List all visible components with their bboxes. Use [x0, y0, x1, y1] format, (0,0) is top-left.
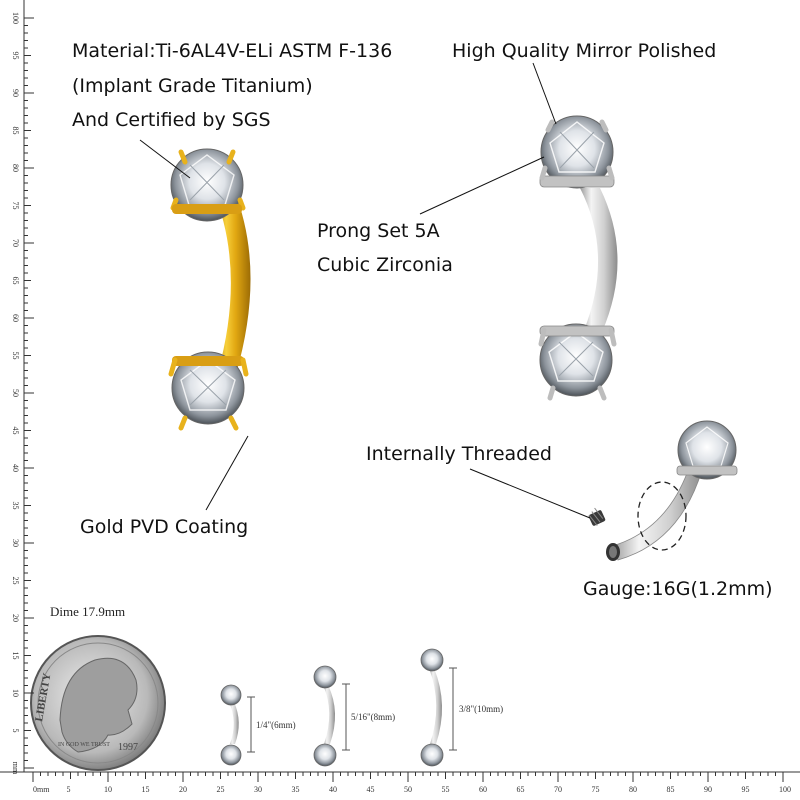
- silver-barbell: [538, 115, 618, 401]
- ruler-bottom-label: 65: [517, 785, 525, 794]
- prong-label-line1: Prong Set 5A: [317, 220, 440, 242]
- coin-year-text: 1997: [118, 742, 138, 753]
- ruler-bottom-label: 0mm: [33, 785, 50, 794]
- ruler-left-label: 55: [11, 352, 20, 360]
- ruler-bottom-label: 10: [104, 785, 112, 794]
- threaded-detail: [588, 420, 738, 561]
- ruler-bottom-label: 60: [479, 785, 487, 794]
- size-label-10mm: 3/8"(10mm): [459, 704, 504, 714]
- ruler-bottom-label: 80: [629, 785, 637, 794]
- ruler-left-label: 100: [11, 12, 20, 24]
- size-label-8mm: 5/16"(8mm): [351, 712, 396, 722]
- gold-bar: [213, 190, 251, 374]
- ruler-left-label: 80: [11, 164, 20, 172]
- ruler-bottom-label: 25: [217, 785, 225, 794]
- gold-coating-label: Gold PVD Coating: [80, 516, 249, 538]
- ruler-left-label: 70: [11, 239, 20, 247]
- ruler-left-label: 35: [11, 502, 20, 510]
- ruler-left-label: 5: [11, 729, 20, 733]
- ruler-left-label: 65: [11, 277, 20, 285]
- ruler-left-label: 20: [11, 614, 20, 622]
- ruler-left-label: 10: [11, 689, 20, 697]
- ruler-bottom-label: 70: [554, 785, 562, 794]
- ruler-bottom-label: 45: [367, 785, 375, 794]
- prong-label-line2: Cubic Zirconia: [317, 254, 453, 276]
- silver-bar: [580, 188, 618, 332]
- gauge-highlight-circle: [637, 481, 687, 551]
- ruler-bottom-label: 15: [142, 785, 150, 794]
- thread-screw: [588, 507, 606, 526]
- ruler-left-label: 60: [11, 314, 20, 322]
- size-label-6mm: 1/4"(6mm): [256, 720, 296, 730]
- ruler-left-label: 95: [11, 52, 20, 60]
- ruler-left-label: 50: [11, 389, 20, 397]
- ruler-left: mm 5 10 15 20 25 30 35 40 45 50 55 60 65 70 75 80 85 90 95 1…: [11, 0, 34, 775]
- ruler-left-label: 15: [11, 652, 20, 660]
- coin-motto-text: IN GOD WE TRUST: [58, 742, 110, 748]
- ruler-bottom-label: 55: [442, 785, 450, 794]
- ruler-bottom-label: 75: [592, 785, 600, 794]
- ruler-bottom-label: 30: [254, 785, 262, 794]
- ruler-bottom-label: 35: [292, 785, 300, 794]
- ruler-left-label: 30: [11, 539, 20, 547]
- ruler-bottom-label: 100: [779, 785, 791, 794]
- ruler-bottom-label: 20: [179, 785, 187, 794]
- ruler-left-label: 75: [11, 202, 20, 210]
- ruler-bottom-label: 40: [329, 785, 337, 794]
- ruler-bottom-label: 90: [704, 785, 712, 794]
- material-label-line2: (Implant Grade Titanium): [72, 75, 313, 97]
- size-sample-6mm: [220, 684, 255, 766]
- ruler-left-label: 25: [11, 577, 20, 585]
- thread-label: Internally Threaded: [366, 443, 552, 465]
- ruler-bottom-label: 50: [404, 785, 412, 794]
- ruler-bottom-label: 95: [742, 785, 750, 794]
- ruler-bottom: 0mm 5 10 15 20 25 30 35 40 45 50 55 60 65 70 75 80 85 90 95…: [0, 771, 800, 794]
- material-label-line1: Material:Ti-6AL4V-ELi ASTM F-136: [72, 40, 393, 62]
- gauge-label: Gauge:16G(1.2mm): [583, 578, 773, 600]
- material-label-line3: And Certified by SGS: [72, 109, 271, 131]
- dime-caption: Dime 17.9mm: [50, 604, 126, 619]
- ruler-bottom-label: 85: [667, 785, 675, 794]
- ruler-left-label: 85: [11, 127, 20, 135]
- size-sample-10mm: [420, 648, 457, 767]
- ruler-bottom-label: 5: [67, 785, 71, 794]
- ruler-left-label: 40: [11, 464, 20, 472]
- gold-top-gem: [170, 148, 246, 222]
- size-sample-8mm: [313, 665, 350, 767]
- leader-lines: [139, 62, 591, 519]
- ruler-left-label: 90: [11, 89, 20, 97]
- ruler-left-label: mm: [11, 762, 20, 775]
- polish-label: High Quality Mirror Polished: [452, 40, 717, 62]
- ruler-left-label: 45: [11, 427, 20, 435]
- gold-bottom-gem: [168, 351, 249, 431]
- dime-coin: LIBERTY IN GOD WE TRUST 1997: [30, 635, 166, 771]
- silver-bottom-gem: [538, 323, 617, 401]
- gold-barbell: [168, 148, 251, 431]
- size-samples: [220, 648, 457, 767]
- coin-profile: [59, 657, 138, 753]
- silver-top-gem: [539, 115, 615, 189]
